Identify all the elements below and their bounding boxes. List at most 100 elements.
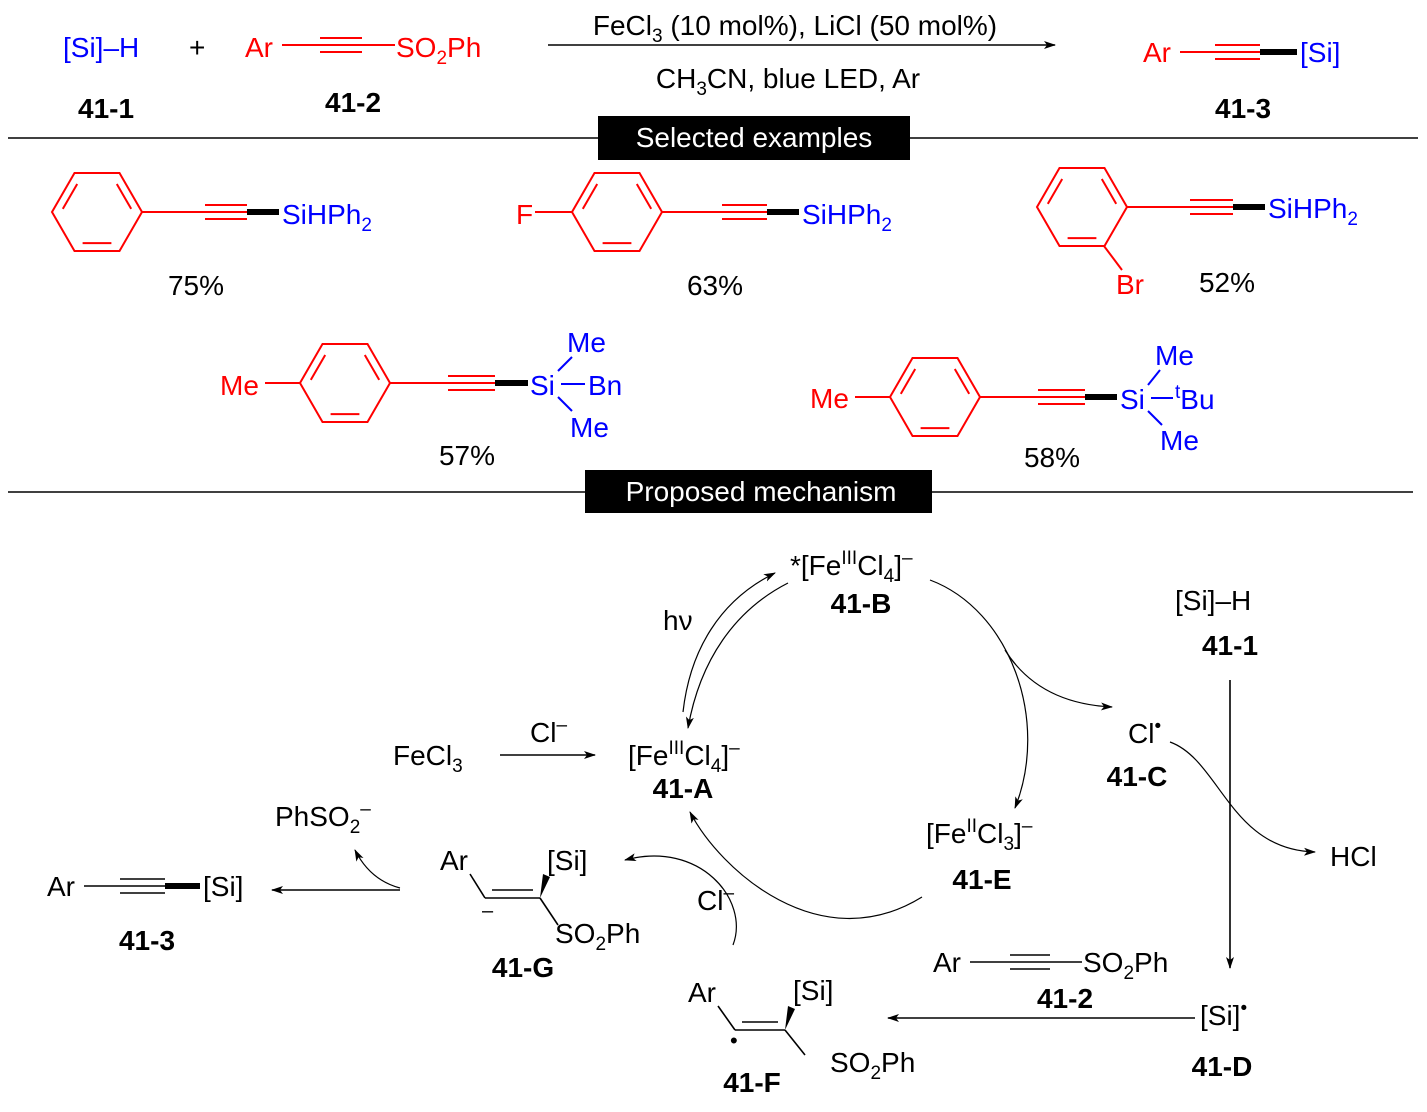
example-5: Me Si Me tBu Me 58% [810, 340, 1215, 473]
compound-label: 41-E [952, 864, 1011, 895]
triple-bond [205, 204, 247, 220]
reactant-silane: [Si]–H 41-1 [63, 32, 139, 124]
compound-label: 41-A [653, 773, 714, 804]
yield: 58% [1024, 442, 1080, 473]
product-alkynylsilane: Ar [Si] 41-3 [1143, 37, 1340, 124]
yield: 57% [439, 440, 495, 471]
vinyl-anion-41-G: Ar [Si] SO2Ph – 41-G [440, 845, 640, 983]
compound-label: 41-G [492, 952, 554, 983]
si-substituent-bottom: Me [570, 412, 609, 443]
silyl-group: [Si] [547, 845, 587, 876]
substituent: Me [220, 370, 259, 401]
aryl-group: Ar [933, 947, 961, 978]
vinyl-radical-41-F: Ar [Si] SO2Ph • 41-F [688, 975, 915, 1098]
alkynyl-sulfone-41-2: Ar SO2Ph 41-2 [933, 947, 1168, 1014]
ring-outline [888, 357, 982, 437]
hcl: HCl [1330, 841, 1377, 872]
silyl-group: SiHPh2 [1268, 193, 1358, 230]
anion-charge: – [482, 900, 494, 922]
si-substituent-right: tBu [1175, 382, 1215, 415]
compound-label: 41-B [831, 588, 892, 619]
triple-bond [722, 204, 767, 220]
yield: 63% [687, 270, 743, 301]
si-substituent-top: Me [567, 327, 606, 358]
silyl-radical: [Si]• [1200, 998, 1247, 1031]
iron-complex-A: [FeIIICl4]– [628, 738, 740, 777]
example-1: SiHPh2 75% [50, 172, 372, 301]
arrow-to-chlorine-radical [1004, 649, 1113, 711]
silane-formula: [Si]–H [63, 32, 139, 63]
relaxation-arrow [685, 582, 789, 729]
benzene-ring [50, 172, 144, 252]
silicon: Si [530, 370, 555, 401]
excited-iron-complex: *[FeIIICl4]– [790, 548, 913, 587]
aryl-group: Ar [245, 32, 273, 63]
si-substituent-top: Me [1155, 340, 1194, 371]
excitation-arrow [682, 572, 776, 713]
compound-label: 41-3 [119, 925, 175, 956]
arrow [354, 849, 401, 889]
reactant-alkynyl-sulfone: Ar SO2Ph 41-2 [245, 32, 481, 118]
ring-double-bond [1046, 178, 1064, 205]
example-2: F SiHPh2 63% [516, 172, 892, 301]
aryl-group: Ar [688, 977, 716, 1008]
sulfonyl-group: SO2Ph [830, 1047, 915, 1084]
aryl-group: Ar [47, 871, 75, 902]
section-banner [585, 470, 932, 513]
compound-label: 41-C [1107, 761, 1168, 792]
plus-sign: + [189, 32, 205, 63]
ring-double-bond [61, 183, 79, 210]
compound-label: 41-1 [78, 93, 134, 124]
example-4: Me Si Me Bn Me 57% [220, 327, 622, 471]
substituent: Me [810, 383, 849, 414]
triple-bond [320, 37, 362, 53]
triple-bond [448, 375, 495, 391]
benzene-ring [888, 357, 982, 437]
sulfonyl-group: SO2Ph [396, 32, 481, 69]
section-title-examples: Selected examples [636, 122, 873, 153]
section-banner [598, 116, 910, 160]
chloride: Cl– [530, 715, 567, 748]
ring-double-bond [953, 368, 971, 395]
section-title-mechanism: Proposed mechanism [626, 476, 897, 507]
arrow-to-hcl [1169, 741, 1316, 856]
sulfonyl-group: SO2Ph [1083, 947, 1168, 984]
silyl-group: [Si] [203, 871, 243, 902]
ring-double-bond [363, 354, 381, 381]
compound-label: 41-1 [1202, 630, 1258, 661]
benzene-ring [298, 343, 392, 423]
aryl-group: Ar [1143, 37, 1171, 68]
substituent: F [516, 199, 533, 230]
ring-double-bond [581, 183, 599, 210]
product-41-3: Ar [Si] 41-3 [47, 871, 243, 956]
aryl-group: Ar [440, 845, 468, 876]
sulfinate: PhSO2– [275, 799, 371, 838]
ring-outline [50, 172, 144, 252]
compound-label: 41-2 [1037, 983, 1093, 1014]
ring-double-bond [1100, 178, 1118, 205]
chloride: Cl– [697, 883, 734, 916]
silyl-group: [Si] [1300, 37, 1340, 68]
ring-double-bond [115, 183, 133, 210]
silane: [Si]–H [1175, 585, 1251, 616]
silyl-group: [Si] [793, 975, 833, 1006]
catalytic-cycle-arrows [624, 572, 1316, 946]
triple-bond [1190, 199, 1233, 215]
ring-double-bond [899, 368, 917, 395]
iron-chloride: FeCl3 [393, 740, 463, 777]
cycle-arrow-E-to-A [689, 811, 923, 919]
arrow-to-41-G [624, 853, 737, 946]
iron-complex-E: [FeIICl3]– [926, 816, 1033, 855]
chlorine-radical: Cl• [1128, 716, 1161, 749]
si-substituent-right: Bn [588, 370, 622, 401]
silyl-group: SiHPh2 [802, 199, 892, 236]
ring-outline [1035, 167, 1129, 247]
compound-label: 41-F [723, 1067, 781, 1098]
radical-dot: • [730, 1028, 738, 1053]
light-hv: hν [663, 605, 693, 636]
reaction-arrow: FeCl3 (10 mol%), LiCl (50 mol%) CH3CN, b… [548, 10, 1056, 100]
triple-bond [1215, 44, 1260, 60]
cycle-arrow-B-to-E [929, 579, 1029, 809]
conditions-bottom: CH3CN, blue LED, Ar [656, 63, 920, 100]
